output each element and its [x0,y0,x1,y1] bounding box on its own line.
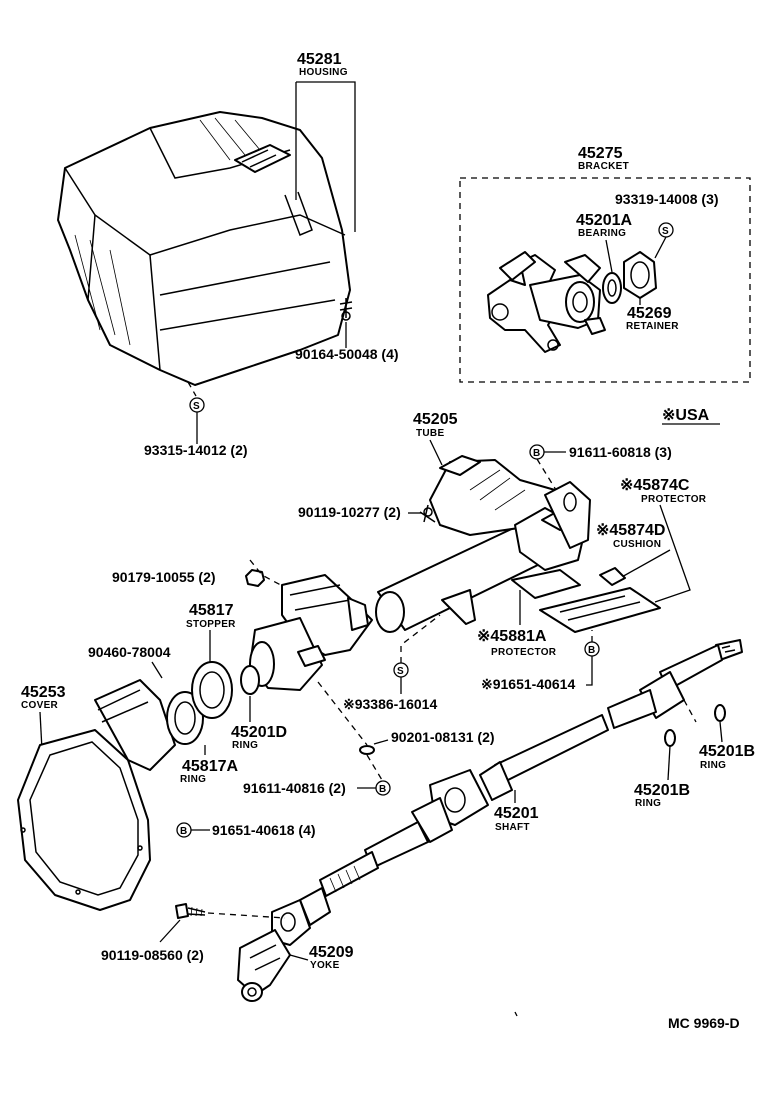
bolt-90119-08560-label: 90119-08560 (2) [101,947,204,963]
bolt-91651-40614-leader [586,656,593,686]
ring-45201b-left-part-name: RING [635,798,661,809]
cover-part-number: 45253 [21,684,66,701]
yoke-part-name: YOKE [310,960,340,971]
yoke-leader [289,954,309,961]
ring-dashed-line [683,699,697,723]
usa-note: ※USA [662,407,710,424]
bolt-91651-40614-label: ※91651-40614 [481,676,575,692]
yoke-part-number: 45209 [309,944,354,961]
cushion-leader [619,549,671,579]
yoke-drawing [237,887,331,1002]
bolt-91611-40816-marker-text: B [379,784,386,795]
nut-90179-label: 90179-10055 (2) [112,569,216,585]
protector-a-part-number: ※45881A [477,628,547,645]
bracket-dashed-box [459,177,751,383]
screw-93319-leader [654,236,667,259]
bolt-90119-10277-label: 90119-10277 (2) [298,504,401,520]
bracket-drawing [487,251,606,353]
retainer-part-number: 45269 [627,305,672,322]
bearing-leader [605,239,613,273]
housing-drawing [57,111,351,386]
bearing-part-number: 45201A [576,212,632,229]
drawing-code: MC 9969-D [668,1015,740,1031]
protector-c-part-name: PROTECTOR [641,494,707,505]
washer-90201-label: 90201-08131 (2) [391,729,495,745]
bolt-91611-60818-marker-text: B [533,448,540,459]
ring-45817a-part-number: 45817A [182,758,238,775]
washer-90201-leader [373,739,389,745]
washer-90201-dashed-line [317,681,383,781]
screw-93319-label: 93319-14008 (3) [615,191,719,207]
stopper-ring-drawing [166,661,260,745]
cushion-drawing [599,567,626,586]
bolt-90119-10277-drawing [419,504,436,523]
stopper-part-name: STOPPER [186,619,236,630]
housing-leader [295,81,356,232]
lock-housing-drawing [249,574,373,691]
screw-93386-dashed-line [400,614,441,663]
screw-93315-label: 93315-14012 (2) [144,442,248,458]
protector-c-leader [654,504,691,603]
ring-45201b-left-part-number: 45201B [634,782,690,799]
shaft-drawing [319,639,743,897]
bolt-91651-40618-marker-text: B [180,826,187,837]
bolt-90119-08560-drawing [175,903,206,919]
cushion-part-number: ※45874D [596,522,665,539]
cushion-part-name: CUSHION [613,539,661,550]
protector-c-drawing [539,587,661,633]
bracket-part-name: BRACKET [578,161,629,172]
bearing-drawing [602,272,622,304]
screw-93315-dashed-line [187,381,197,397]
bolt-91611-40816-marker [375,780,391,796]
shaft-part-number: 45201 [494,805,539,822]
screw-93319-marker-text: S [662,226,669,237]
ring-45201d-part-number: 45201D [231,724,287,741]
housing-part-name: HOUSING [299,67,348,78]
tube-drawing [375,455,591,633]
housing-part-number: 45281 [297,51,342,68]
ring-45817a-part-name: RING [180,774,206,785]
bolt-91651-40614-marker-text: B [588,645,595,656]
screw-93315-marker-text: S [193,401,200,412]
clamp-90460-label: 90460-78004 [88,644,171,660]
screw-93386-label: ※93386-16014 [343,696,437,712]
tube-leader [429,439,443,466]
bracket-part-number: 45275 [578,145,623,162]
clamp-90460-leader [151,661,163,679]
washer-90201-drawing [359,745,375,755]
ring-45201b-right-drawing [714,704,726,722]
bolt-91611-40816-label: 91611-40816 (2) [243,780,346,796]
cover-part-name: COVER [21,700,59,711]
ring-45201b-left-leader [667,745,671,781]
nut-90179-drawing [245,569,265,587]
tick-mark [514,1011,518,1017]
bolt-90119-08560-dashed-line [207,912,286,919]
screw-90164-label: 90164-50048 (4) [295,346,399,362]
ring-45201b-right-part-number: 45201B [699,743,755,760]
bolt-91651-40618-label: 91651-40618 (4) [212,822,316,838]
stopper-part-number: 45817 [189,602,234,619]
ring-45201d-part-name: RING [232,740,258,751]
screw-90164-drawing [339,298,353,321]
bearing-part-name: BEARING [578,228,626,239]
shaft-part-name: SHAFT [495,822,530,833]
ring-45201b-right-leader [719,721,723,743]
screw-93386-marker-text: S [397,666,404,677]
ring-45201b-left-drawing [664,729,676,747]
ring-45201b-right-part-name: RING [700,760,726,771]
cover-drawing [17,679,176,911]
bolt-91611-60818-label: 91611-60818 (3) [569,444,672,460]
tube-part-name: TUBE [416,428,444,439]
protector-c-part-number: ※45874C [620,477,690,494]
retainer-part-name: RETAINER [626,321,679,332]
tube-part-number: 45205 [413,411,458,428]
protector-a-part-name: PROTECTOR [491,647,557,658]
bolt-90119-08560-leader [159,919,181,943]
retainer-drawing [623,251,657,299]
